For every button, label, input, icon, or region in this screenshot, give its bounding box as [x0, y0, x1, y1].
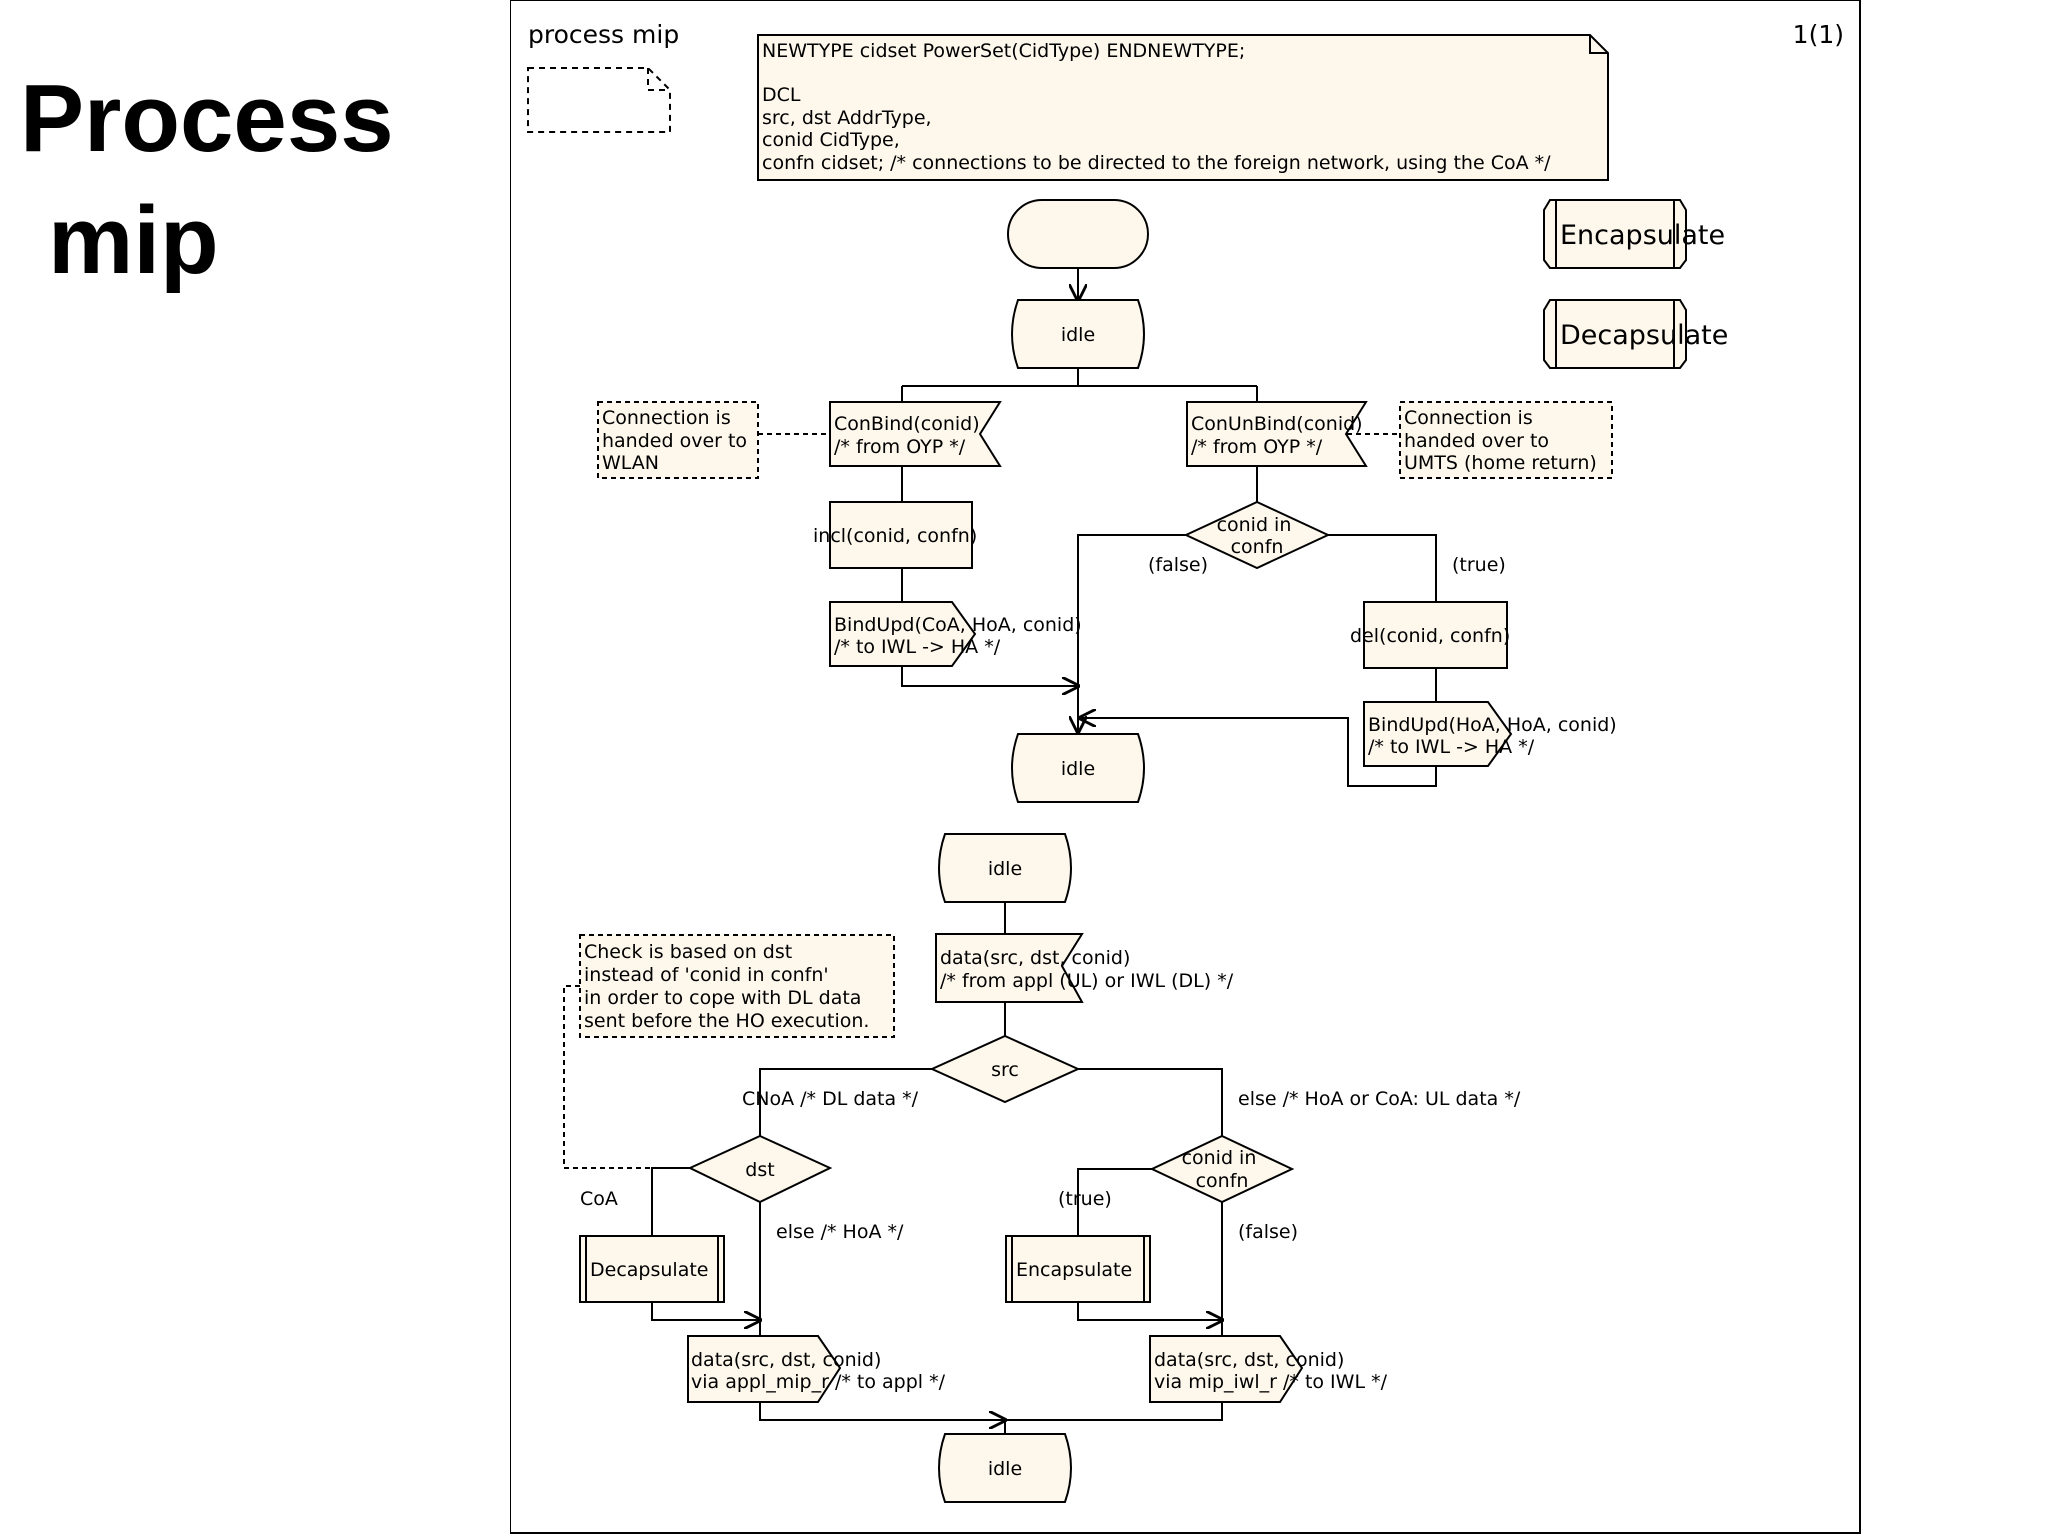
svg-text:data(src, dst, conid) /*: data(src, dst, conid) /* from appl (UL) …: [940, 947, 1234, 992]
input-conbind-line: ConBind(conid): [834, 413, 980, 435]
procedure-call-decapsulate-label: Decapsulate: [590, 1259, 708, 1281]
svg-text:Check is based on dst in: Check is based on dst instead of 'conid …: [584, 941, 869, 1032]
output-bindupd-coa-line: BindUpd(CoA, HoA, conid): [834, 614, 1082, 636]
output-data-iwl-line: via mip_iwl_r /* to IWL */: [1154, 1371, 1388, 1393]
comment-check: Check is based on dst instead of 'conid …: [579, 934, 895, 1038]
start-symbol: [1007, 199, 1149, 269]
procedure-call-encapsulate-label: Encapsulate: [1016, 1259, 1132, 1281]
decision-top-line: confn: [1231, 536, 1284, 558]
branch-label-top-true: (true): [1452, 554, 1506, 576]
comment-umts-line: Connection is: [1404, 407, 1533, 429]
task-del[interactable]: del(conid, confn): [1350, 601, 1510, 669]
slide-title: Process mip: [20, 58, 394, 302]
comment-check-line: Check is based on dst: [584, 941, 792, 963]
input-conunbind-line: ConUnBind(conid): [1191, 413, 1363, 435]
output-bindupd-hoa[interactable]: BindUpd(HoA, HoA, conid) /* to IWL -> HA…: [1363, 701, 1623, 767]
slide-title-line-1: Process: [20, 65, 394, 172]
declarations-box: NEWTYPE cidset PowerSet(CidType) ENDNEWT…: [757, 34, 1609, 181]
output-data-iwl-line: data(src, dst, conid): [1154, 1349, 1344, 1371]
declaration-line: src, dst AddrType,: [762, 107, 932, 129]
decision-bottom-line: confn: [1196, 1170, 1249, 1192]
svg-text:data(src, dst, conid) vi: data(src, dst, conid) via appl_mip_r /* …: [691, 1349, 946, 1393]
branch-label-src-else: else /* HoA or CoA: UL data */: [1238, 1088, 1521, 1110]
output-bindupd-coa[interactable]: BindUpd(CoA, HoA, conid) /* to IWL -> HA…: [829, 601, 1088, 667]
decision-bottom-line: conid in: [1182, 1147, 1257, 1169]
svg-text:conid in confn: conid in confn: [1217, 514, 1298, 558]
output-bindupd-hoa-line: BindUpd(HoA, HoA, conid): [1368, 714, 1617, 736]
comment-check-line: in order to cope with DL data: [584, 987, 861, 1009]
procedure-decapsulate-label: Decapsulate: [1560, 320, 1728, 351]
output-bindupd-hoa-line: /* to IWL -> HA */: [1368, 736, 1535, 758]
page-number: 1(1): [1793, 20, 1844, 49]
comment-umts: Connection is handed over to UMTS (home …: [1399, 401, 1613, 479]
svg-text:Connection is handed ove: Connection is handed over to UMTS (home …: [1404, 407, 1597, 474]
procedure-call-encapsulate[interactable]: Encapsulate: [1005, 1235, 1151, 1303]
slide-title-line-2: mip: [48, 187, 219, 294]
state-idle-after-bind-label: idle: [1061, 758, 1095, 780]
svg-text:BindUpd(HoA, HoA, conid): BindUpd(HoA, HoA, conid) /* to IWL -> HA…: [1368, 714, 1623, 758]
frame-title: process mip: [528, 20, 679, 49]
declaration-line: NEWTYPE cidset PowerSet(CidType) ENDNEWT…: [762, 40, 1245, 62]
svg-text:NEWTYPE cidset PowerSet(CidTyp: NEWTYPE cidset PowerSet(CidType) ENDNEWT…: [762, 40, 1551, 174]
svg-text:Connection is handed ove: Connection is handed over to WLAN: [602, 407, 753, 474]
declaration-line: DCL: [762, 84, 801, 106]
comment-wlan-line: Connection is: [602, 407, 731, 429]
svg-text:conid in confn: conid in confn: [1182, 1147, 1263, 1192]
decision-src[interactable]: src: [929, 1034, 1081, 1104]
task-incl-label: incl(conid, confn): [813, 525, 977, 547]
output-bindupd-coa-line: /* to IWL -> HA */: [834, 636, 1001, 658]
comment-wlan-line: WLAN: [602, 452, 659, 474]
svg-text:BindUpd(CoA, HoA, conid): BindUpd(CoA, HoA, conid) /* to IWL -> HA…: [834, 614, 1088, 658]
input-data[interactable]: data(src, dst, conid) /* from appl (UL) …: [935, 933, 1234, 1003]
branch-label-src-coa: CNoA /* DL data */: [742, 1088, 919, 1110]
input-conbind[interactable]: ConBind(conid) /* from OYP */: [829, 401, 1002, 467]
sdl-process-diagram: process mip 1(1) NEWTYPE cidset PowerSet…: [510, 0, 1861, 1534]
comment-check-line: instead of 'conid in confn': [584, 964, 829, 986]
decision-conid-in-confn-bottom[interactable]: conid in confn: [1149, 1134, 1295, 1204]
output-data-appl-line: data(src, dst, conid): [691, 1349, 881, 1371]
output-data-iwl[interactable]: data(src, dst, conid) via mip_iwl_r /* t…: [1149, 1335, 1388, 1403]
state-idle-data-label: idle: [988, 858, 1022, 880]
state-idle-start-label: idle: [1061, 324, 1095, 346]
decision-dst-label: dst: [745, 1159, 774, 1181]
comment-umts-line: UMTS (home return): [1404, 452, 1597, 474]
branch-label-bottom-true: (true): [1058, 1188, 1112, 1210]
task-incl[interactable]: incl(conid, confn): [813, 501, 977, 569]
state-idle-start[interactable]: idle: [1011, 299, 1145, 369]
input-data-line: /* from appl (UL) or IWL (DL) */: [940, 970, 1234, 992]
svg-text:ConBind(conid) /* from O: ConBind(conid) /* from OYP */: [834, 413, 986, 458]
state-idle-end[interactable]: idle: [938, 1433, 1072, 1503]
declaration-line: conid CidType,: [762, 129, 900, 151]
svg-text:ConUnBind(conid) /* from: ConUnBind(conid) /* from OYP */: [1191, 413, 1369, 458]
comment-wlan-line: handed over to: [602, 430, 747, 452]
procedure-decapsulate[interactable]: Decapsulate: [1543, 299, 1728, 369]
input-data-line: data(src, dst, conid): [940, 947, 1130, 969]
empty-text-symbol: [527, 67, 671, 133]
decision-src-label: src: [991, 1059, 1019, 1081]
branch-label-top-false: (false): [1148, 554, 1208, 576]
state-idle-end-label: idle: [988, 1458, 1022, 1480]
state-idle-data[interactable]: idle: [938, 833, 1072, 903]
decision-conid-in-confn-top[interactable]: conid in confn: [1183, 500, 1331, 570]
input-conunbind[interactable]: ConUnBind(conid) /* from OYP */: [1186, 401, 1369, 467]
svg-text:data(src, dst, conid) vi: data(src, dst, conid) via mip_iwl_r /* t…: [1154, 1349, 1388, 1393]
procedure-call-decapsulate[interactable]: Decapsulate: [579, 1235, 725, 1303]
comment-umts-line: handed over to: [1404, 430, 1549, 452]
declaration-line: confn cidset; /* connections to be direc…: [762, 152, 1551, 174]
output-data-appl[interactable]: data(src, dst, conid) via appl_mip_r /* …: [687, 1335, 946, 1403]
branch-label-bottom-false: (false): [1238, 1221, 1298, 1243]
output-data-appl-line: via appl_mip_r /* to appl */: [691, 1371, 946, 1393]
state-idle-after-bind[interactable]: idle: [1011, 733, 1145, 803]
procedure-encapsulate-label: Encapsulate: [1560, 220, 1725, 251]
input-conunbind-line: /* from OYP */: [1191, 436, 1323, 458]
decision-top-line: conid in: [1217, 514, 1292, 536]
comment-wlan: Connection is handed over to WLAN: [597, 401, 759, 479]
branch-label-dst-else: else /* HoA */: [776, 1221, 904, 1243]
comment-check-line: sent before the HO execution.: [584, 1010, 869, 1032]
task-del-label: del(conid, confn): [1350, 625, 1510, 647]
input-conbind-line: /* from OYP */: [834, 436, 966, 458]
branch-label-dst-coa: CoA: [580, 1188, 618, 1210]
procedure-encapsulate[interactable]: Encapsulate: [1543, 199, 1725, 269]
